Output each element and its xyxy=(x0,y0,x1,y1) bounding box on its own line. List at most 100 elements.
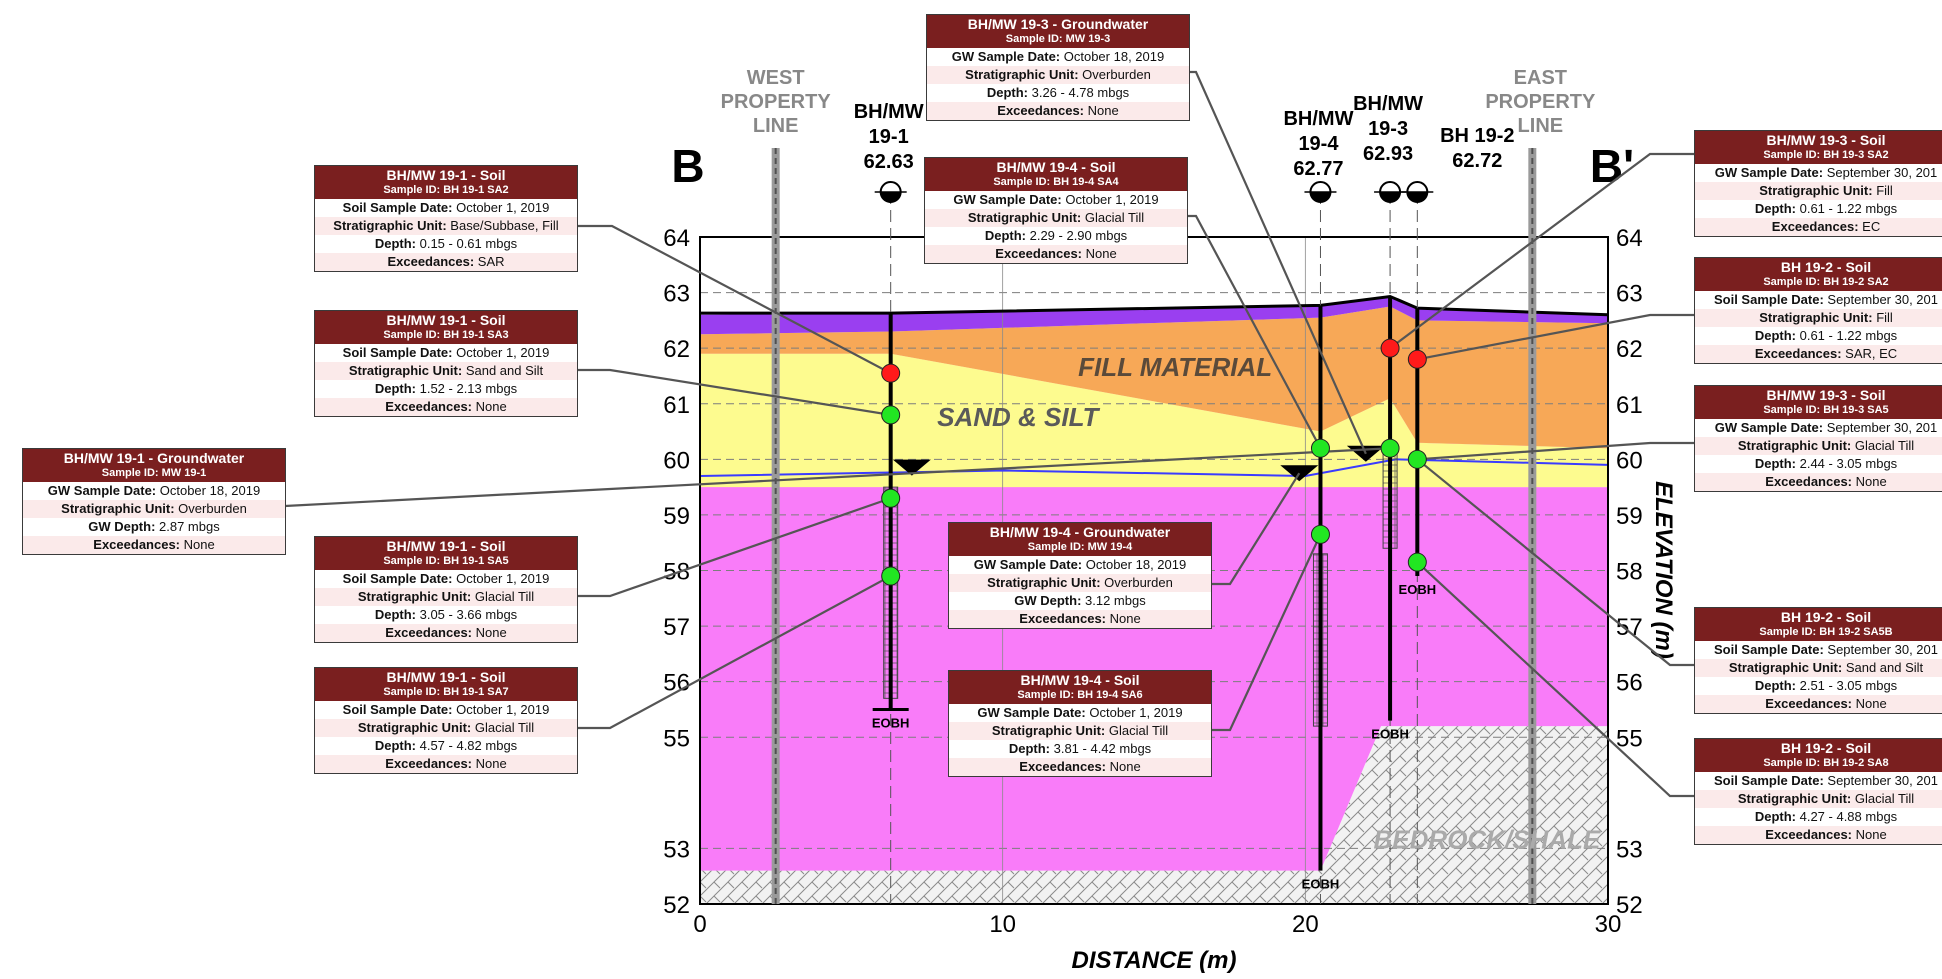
callout-field-value: None xyxy=(1852,696,1887,711)
callout-field-label: Stratigraphic Unit: xyxy=(357,589,472,604)
callout-field-label: Exceedances: xyxy=(93,537,181,552)
y-tick-label-right: 56 xyxy=(1616,670,1643,697)
callout-row: Stratigraphic Unit: Overburden xyxy=(23,500,285,518)
sand-silt-label: SAND & SILT xyxy=(937,402,1100,432)
callout-row: Depth: 4.27 - 4.88 mbgs xyxy=(1695,808,1942,826)
callout-field-label: Exceedances: xyxy=(1019,611,1107,626)
y-tick-label-right: 58 xyxy=(1616,559,1643,586)
callout-field-value: None xyxy=(1852,827,1887,842)
callout-title: BH/MW 19-4 - Groundwater xyxy=(989,524,1171,540)
borehole-symbol-fill xyxy=(880,192,901,202)
borehole-name: 19-3 xyxy=(1368,118,1408,140)
callout-sample-id: Sample ID: BH 19-1 SA7 xyxy=(383,686,509,698)
callout-row: Exceedances: EC xyxy=(1695,218,1942,236)
callout-row: Exceedances: None xyxy=(315,755,577,773)
callout-field-label: Stratigraphic Unit: xyxy=(1737,791,1852,806)
callout-leader-line xyxy=(1417,313,1694,361)
callout-title: BH/MW 19-1 - Soil xyxy=(386,538,506,554)
callout-field-value: None xyxy=(1106,759,1141,774)
y-tick-label-left: 62 xyxy=(663,336,690,363)
callout-field-value: Overburden xyxy=(174,501,247,516)
y-tick-label-right: 57 xyxy=(1616,614,1643,641)
callout-field-label: Soil Sample Date: xyxy=(342,702,453,717)
callout-field-label: Stratigraphic Unit: xyxy=(987,575,1101,590)
callout-field-label: Depth: xyxy=(986,85,1028,100)
callout-field-label: GW Depth: xyxy=(88,519,156,534)
callout-sample-id: Sample ID: MW 19-3 xyxy=(1005,33,1111,45)
fill-material-layer xyxy=(700,306,1608,449)
callout-field-value: 3.81 - 4.42 mbgs xyxy=(1050,741,1152,756)
callout-field-value: None xyxy=(1082,246,1117,261)
callout-field-value: None xyxy=(472,625,507,640)
callout-leader-line xyxy=(1210,533,1322,732)
callout-row: Exceedances: None xyxy=(315,624,577,642)
callout-field-label: Stratigraphic Unit: xyxy=(348,363,463,378)
east-property-label: LINE xyxy=(1518,115,1564,137)
callout-title: BH/MW 19-3 - Soil xyxy=(1766,132,1886,148)
callout-sample-id: Sample ID: BH 19-1 SA2 xyxy=(383,184,509,196)
callout-row: Exceedances: None xyxy=(1695,826,1942,844)
ground-surface-line xyxy=(700,294,1609,317)
bedrock-layer xyxy=(700,726,1608,904)
bedrock-label: BEDROCK/SHALE xyxy=(1374,824,1601,854)
callout-sample-id: Sample ID: BH 19-2 SA5B xyxy=(1759,626,1893,638)
callout-sample-id: Sample ID: BH 19-4 SA6 xyxy=(1017,689,1143,701)
exceedance-sample-dot xyxy=(1380,338,1400,358)
callout-field-value: 0.61 - 1.22 mbgs xyxy=(1796,328,1898,343)
glacial-till-layer xyxy=(700,414,1608,871)
callout-field-label: Exceedances: xyxy=(387,254,475,269)
callout-field-label: Depth: xyxy=(1754,328,1796,343)
callout-field-value: 2.87 mbgs xyxy=(155,519,220,534)
callout-title: BH/MW 19-4 - Soil xyxy=(1020,672,1140,688)
x-axis-title: DISTANCE (m) xyxy=(1072,947,1237,974)
callout-field-value: Sand and Silt xyxy=(1842,660,1924,675)
callout-row: Soil Sample Date: October 1, 2019 xyxy=(315,701,577,719)
callout-field-label: Exceedances: xyxy=(1019,759,1107,774)
callout-field-value: Base/Subbase, Fill xyxy=(446,218,559,233)
y-tick-label-left: 52 xyxy=(663,892,690,919)
callout-field-value: October 18, 2019 xyxy=(1082,557,1187,572)
y-tick-label-right: 63 xyxy=(1616,281,1643,308)
callout-field-value: SAR xyxy=(474,254,505,269)
callout-leader-line xyxy=(1416,458,1694,667)
clean-sample-dot xyxy=(1310,438,1330,458)
callout-field-value: SAR, EC xyxy=(1841,346,1898,361)
callout-title: BH 19-2 - Soil xyxy=(1780,259,1872,275)
callout-field-label: Depth: xyxy=(1008,741,1050,756)
callout-row: Exceedances: None xyxy=(315,398,577,416)
callout-field-value: October 1, 2019 xyxy=(1085,705,1183,720)
callout-field-label: Stratigraphic Unit: xyxy=(1737,438,1852,453)
callout-field-value: September 30, 201 xyxy=(1823,773,1938,788)
callout-field-value: September 30, 201 xyxy=(1823,292,1938,307)
callout-row: Stratigraphic Unit: Sand and Silt xyxy=(1695,659,1942,677)
callout-row: Depth: 2.51 - 3.05 mbgs xyxy=(1695,677,1942,695)
callout-field-value: October 1, 2019 xyxy=(452,345,550,360)
callout-title: BH/MW 19-1 - Groundwater xyxy=(63,450,245,466)
callout-row: Depth: 3.26 - 4.78 mbgs xyxy=(927,84,1189,102)
callout-title: BH/MW 19-1 - Soil xyxy=(386,167,506,183)
callout-field-value: October 18, 2019 xyxy=(1060,49,1165,64)
callout-field-value: 0.61 - 1.22 mbgs xyxy=(1796,201,1898,216)
west-property-label: WEST xyxy=(747,67,805,89)
callout-field-value: Sand and Silt xyxy=(462,363,544,378)
y-axis-title: ELEVATION (m) xyxy=(1650,481,1677,659)
callout-leader-line xyxy=(284,447,1391,508)
callout-field-value: Glacial Till xyxy=(1851,438,1915,453)
clean-sample-dot xyxy=(881,405,901,425)
borehole-name: BH/MW xyxy=(1283,108,1353,130)
callout-field-label: GW Sample Date: xyxy=(973,557,1083,572)
y-tick-label-left: 60 xyxy=(663,447,690,474)
